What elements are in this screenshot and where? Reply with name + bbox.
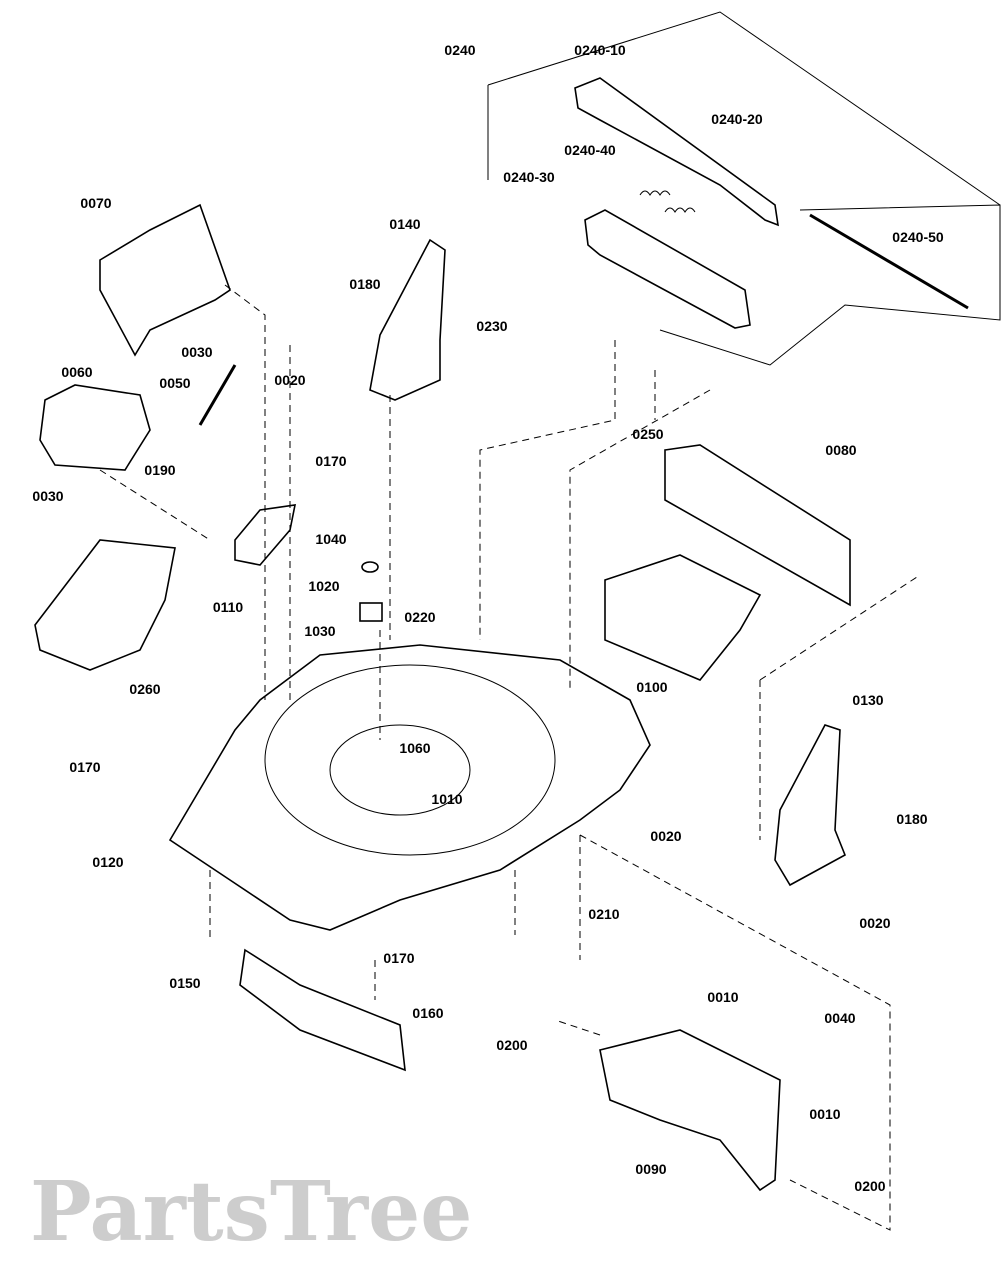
part-callout-0010: 0010 xyxy=(809,1106,840,1122)
part-callout-0200: 0200 xyxy=(854,1178,885,1194)
part-callout-0020: 0020 xyxy=(859,915,890,931)
part-0090 xyxy=(599,1029,781,1192)
part-0100 xyxy=(604,554,762,681)
part-1040-washer xyxy=(361,561,379,573)
part-callout-0170: 0170 xyxy=(69,759,100,775)
part-callout-0140: 0140 xyxy=(389,216,420,232)
part-0140 xyxy=(369,238,446,401)
part-callout-0230: 0230 xyxy=(476,318,507,334)
part-0060 xyxy=(39,384,151,471)
part-callout-1030: 1030 xyxy=(304,623,335,639)
part-0070 xyxy=(99,203,231,357)
part-callout-0240-30: 0240-30 xyxy=(503,169,555,185)
part-callout-0150: 0150 xyxy=(169,975,200,991)
part-1030-nut xyxy=(359,602,383,622)
part-callout-0240-20: 0240-20 xyxy=(711,111,763,127)
part-callout-0260: 0260 xyxy=(129,681,160,697)
part-callout-0160: 0160 xyxy=(412,1005,443,1021)
part-callout-0030: 0030 xyxy=(32,488,63,504)
part-0240-50-rod xyxy=(809,213,969,310)
part-callout-0240-50: 0240-50 xyxy=(892,229,944,245)
part-callout-1010: 1010 xyxy=(431,791,462,807)
part-callout-0210: 0210 xyxy=(588,906,619,922)
part-callout-0080: 0080 xyxy=(825,442,856,458)
part-callout-1020: 1020 xyxy=(308,578,339,594)
part-callout-0200: 0200 xyxy=(496,1037,527,1053)
part-0080 xyxy=(664,444,851,607)
part-callout-0240-10: 0240-10 xyxy=(574,42,626,58)
part-callout-0030: 0030 xyxy=(181,344,212,360)
part-0240-40-spring xyxy=(639,190,696,213)
watermark: PartsTree xyxy=(30,1164,472,1260)
part-callout-0020: 0020 xyxy=(274,372,305,388)
part-0130 xyxy=(774,724,847,887)
part-callout-0110: 0110 xyxy=(213,599,244,615)
part-callout-0050: 0050 xyxy=(159,375,190,391)
part-callout-0040: 0040 xyxy=(824,1010,855,1026)
part-callout-0170: 0170 xyxy=(315,453,346,469)
deck-motor-mount xyxy=(329,724,471,816)
part-callout-0130: 0130 xyxy=(852,692,883,708)
part-0260 xyxy=(34,539,176,671)
part-callout-0180: 0180 xyxy=(896,811,927,827)
part-callout-0190: 0190 xyxy=(144,462,175,478)
part-callout-0170: 0170 xyxy=(383,950,414,966)
part-callout-0240-40: 0240-40 xyxy=(564,142,616,158)
part-callout-0060: 0060 xyxy=(61,364,92,380)
part-callout-1040: 1040 xyxy=(315,531,346,547)
part-0050-rod xyxy=(198,364,237,426)
deck-blade-housing xyxy=(264,664,556,856)
part-callout-0020: 0020 xyxy=(650,828,681,844)
part-0240-30 xyxy=(584,209,751,329)
part-callout-1060: 1060 xyxy=(399,740,430,756)
part-callout-0220: 0220 xyxy=(404,609,435,625)
part-callout-0120: 0120 xyxy=(92,854,123,870)
part-callout-0070: 0070 xyxy=(80,195,111,211)
assembly-lines xyxy=(99,284,921,1231)
part-callout-0240: 0240 xyxy=(444,42,475,58)
part-0120-deck xyxy=(168,644,651,931)
part-callout-0250: 0250 xyxy=(632,426,663,442)
part-callout-0010: 0010 xyxy=(707,989,738,1005)
part-0150 xyxy=(239,948,406,1072)
part-callout-0180: 0180 xyxy=(349,276,380,292)
part-callout-0100: 0100 xyxy=(636,679,667,695)
part-0240-20 xyxy=(574,77,779,227)
assembly-0240-boundary xyxy=(487,11,1001,366)
part-callout-0090: 0090 xyxy=(635,1161,666,1177)
